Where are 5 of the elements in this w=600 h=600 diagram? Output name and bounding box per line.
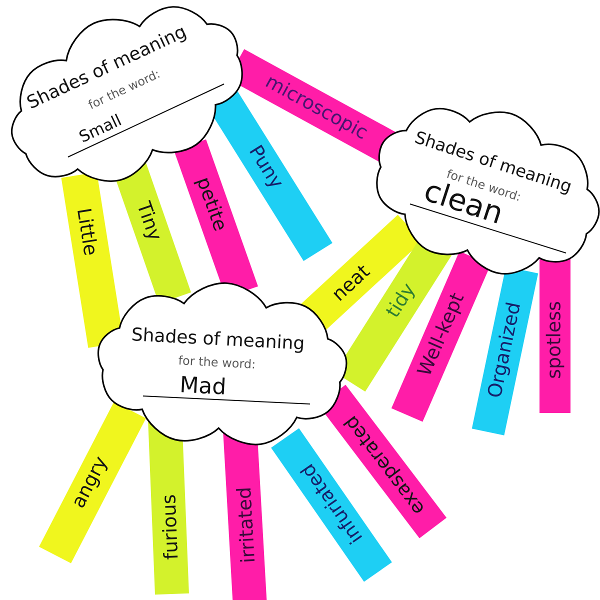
handwritten-word: Mad (182, 376, 225, 394)
subheading: for the word: (178, 356, 254, 368)
paper-strip: irritated (223, 429, 267, 600)
paper-strip: spotless (540, 255, 570, 413)
paper-strip: Little (61, 172, 124, 348)
